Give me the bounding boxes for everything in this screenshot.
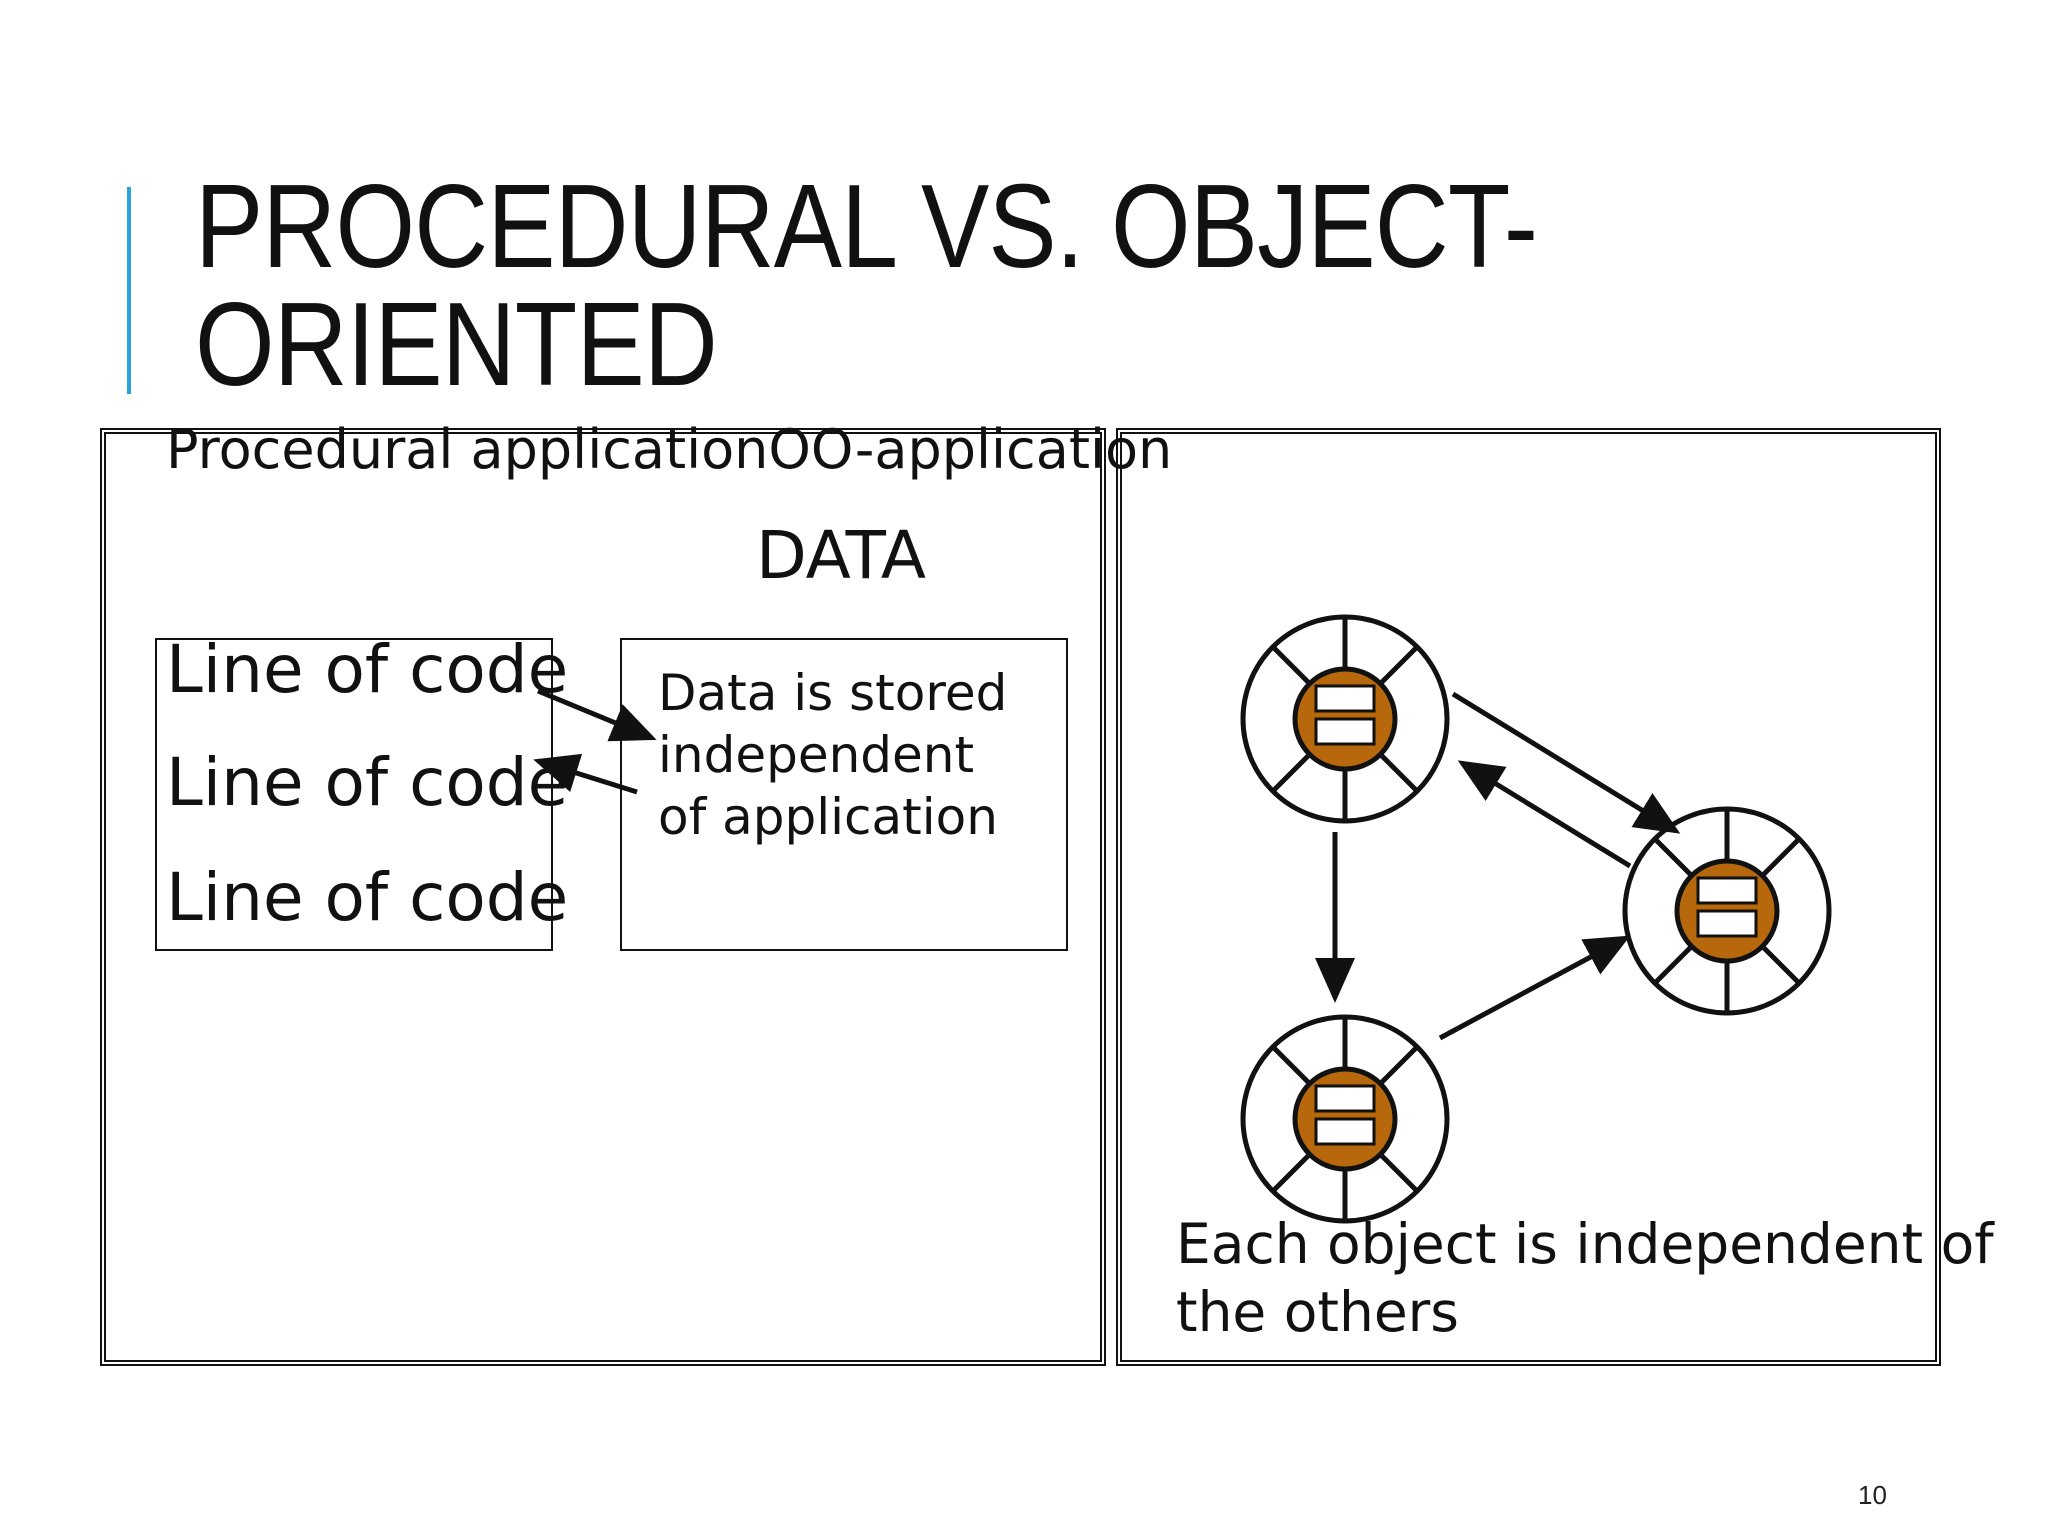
page-number: 10: [1858, 1480, 1887, 1510]
code-box: [155, 638, 553, 951]
code-line-3: Line of code: [166, 859, 569, 936]
oo-caption: Each object is independent of the others: [1176, 1212, 1994, 1344]
title-accent-bar: [127, 187, 131, 394]
procedural-panel: [100, 428, 1106, 1366]
data-box: [620, 638, 1068, 951]
code-line-2: Line of code: [166, 744, 569, 821]
code-line-1: Line of code: [166, 631, 569, 708]
panel-headers: Procedural applicationOO-application: [166, 418, 1173, 481]
slide-title: PROCEDURAL VS. OBJECT- ORIENTED: [195, 160, 1538, 411]
data-box-text: Data is stored independent of applicatio…: [658, 664, 1008, 846]
oo-panel: [1116, 428, 1941, 1366]
data-label: DATA: [756, 517, 927, 594]
